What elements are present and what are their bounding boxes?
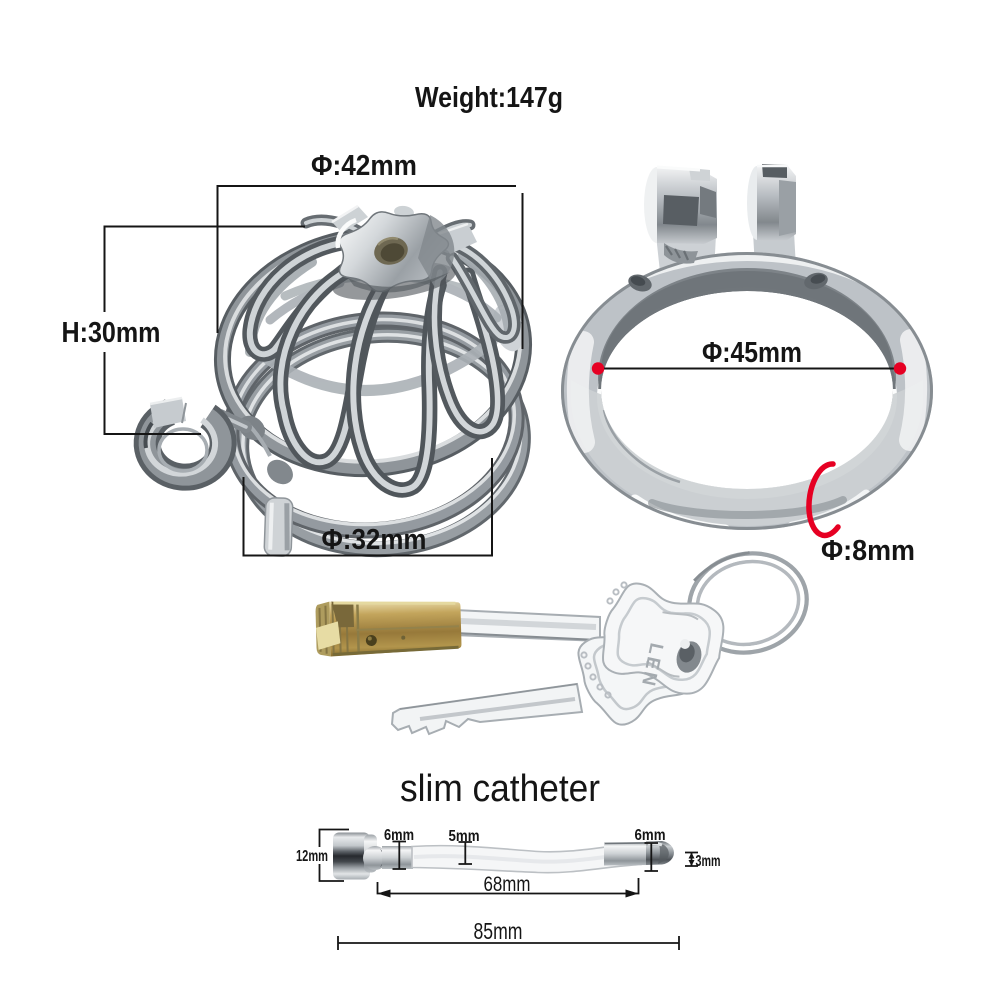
svg-text:3mm: 3mm xyxy=(696,853,721,870)
svg-text:H:30mm: H:30mm xyxy=(62,317,161,349)
svg-text:68mm: 68mm xyxy=(484,873,531,896)
svg-text:Φ:8mm: Φ:8mm xyxy=(821,535,915,567)
svg-text:12mm: 12mm xyxy=(296,848,328,865)
svg-text:Weight:147g: Weight:147g xyxy=(415,82,563,114)
svg-text:slim catheter: slim catheter xyxy=(400,768,600,810)
svg-text:6mm: 6mm xyxy=(384,827,414,844)
svg-text:6mm: 6mm xyxy=(635,827,666,844)
svg-text:85mm: 85mm xyxy=(474,918,523,944)
svg-text:Φ:32mm: Φ:32mm xyxy=(322,524,427,556)
svg-text:5mm: 5mm xyxy=(449,828,480,845)
svg-text:Φ:45mm: Φ:45mm xyxy=(702,337,802,369)
svg-text:Φ:42mm: Φ:42mm xyxy=(311,150,417,182)
